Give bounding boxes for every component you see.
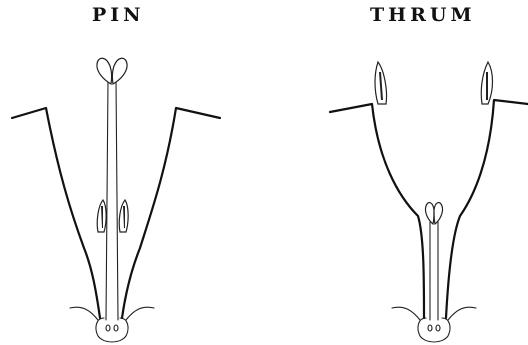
pin-style (106, 80, 118, 320)
pin-ovary (70, 307, 154, 342)
thrum-ovary (392, 307, 476, 342)
thrum-flower (330, 62, 528, 342)
pin-flower (12, 58, 220, 342)
pin-anthers (97, 200, 128, 232)
pin-stigma (97, 58, 127, 84)
thrum-anthers (375, 62, 493, 104)
thrum-stigma (425, 203, 442, 224)
thrum-style (430, 222, 438, 320)
